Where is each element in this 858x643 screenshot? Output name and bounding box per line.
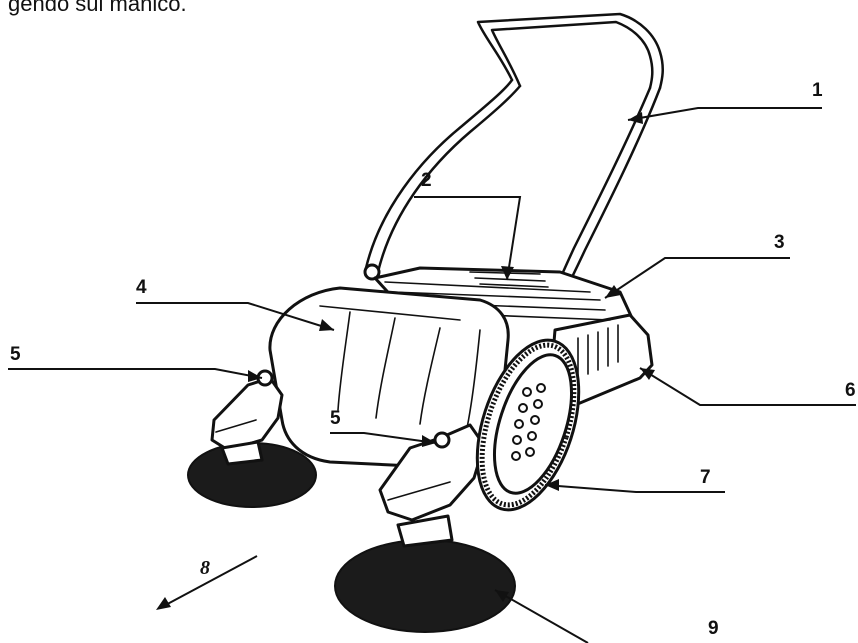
leader-lines <box>8 107 856 643</box>
label-3: 3 <box>774 232 785 253</box>
label-1: 1 <box>812 80 823 101</box>
label-5-left: 5 <box>10 344 21 365</box>
rear-wheel <box>475 338 581 512</box>
label-2: 2 <box>421 170 432 191</box>
label-9: 9 <box>708 618 719 639</box>
label-7: 7 <box>700 467 711 488</box>
label-4: 4 <box>136 277 147 298</box>
caption-text: gendo sul manico. <box>8 0 187 16</box>
label-6: 6 <box>845 380 856 401</box>
part-labels: 1 2 3 4 5 5 6 7 8 9 <box>10 80 856 639</box>
right-side-brush <box>334 539 516 633</box>
label-8: 8 <box>200 557 210 579</box>
label-5-center: 5 <box>330 408 341 429</box>
